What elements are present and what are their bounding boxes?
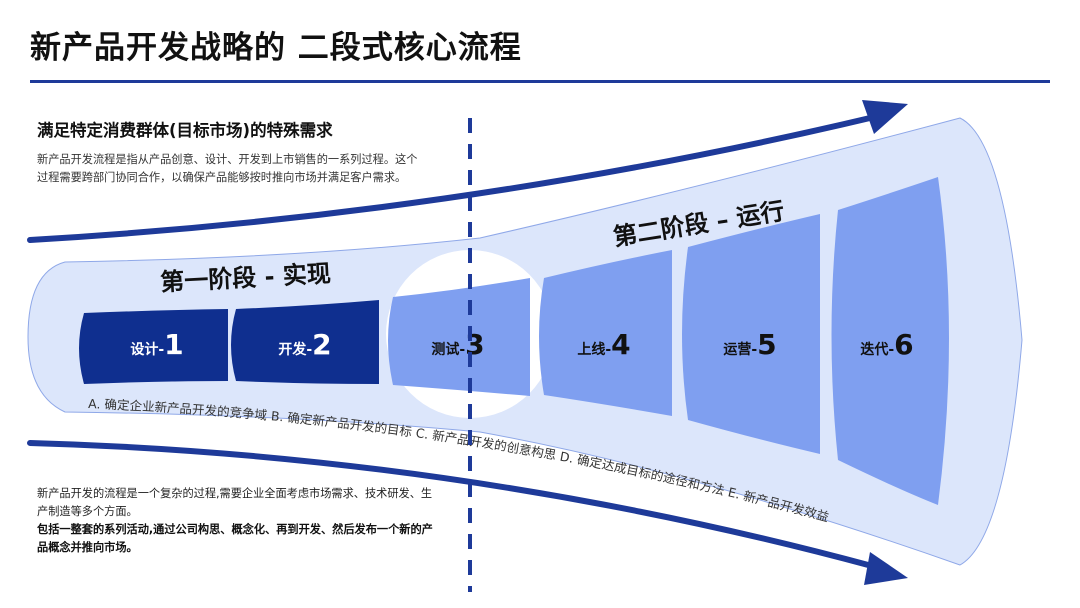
step-5-label: 运营- bbox=[723, 341, 757, 358]
intro-heading: 满足特定消费群体(目标市场)的特殊需求 bbox=[37, 121, 333, 140]
step-2-number: 2 bbox=[312, 328, 331, 361]
step-1-shape bbox=[79, 309, 228, 384]
step-1-text: 设计-1 bbox=[130, 328, 183, 361]
bottom-description-line1: 新产品开发的流程是一个复杂的过程,需要企业全面考虑市场需求、技术研发、生产制造等… bbox=[37, 487, 433, 518]
step-6-text: 迭代-6 bbox=[860, 328, 913, 361]
top-flow-arrow bbox=[27, 115, 873, 243]
step-2-shape bbox=[231, 300, 379, 384]
bottom-description: 新产品开发的流程是一个复杂的过程,需要企业全面考虑市场需求、技术研发、生产制造等… bbox=[37, 485, 437, 557]
step-6-shape bbox=[831, 177, 949, 505]
step-3-shape bbox=[388, 278, 530, 396]
step-2-label: 开发- bbox=[278, 341, 312, 358]
step-6-label: 迭代- bbox=[860, 341, 894, 358]
step-3-label: 测试- bbox=[431, 341, 465, 358]
page-title: 新产品开发战略的 二段式核心流程 bbox=[30, 30, 522, 66]
bottom-flow-arrow bbox=[27, 440, 875, 569]
step-5-shape bbox=[682, 214, 820, 454]
step-4-text: 上线-4 bbox=[577, 328, 630, 361]
title-underline bbox=[30, 80, 1050, 83]
step-5-number: 5 bbox=[757, 328, 776, 361]
step-2-text: 开发-2 bbox=[278, 328, 331, 361]
step-4-number: 4 bbox=[611, 328, 630, 361]
step-1-number: 1 bbox=[164, 328, 183, 361]
step-4-shape bbox=[539, 250, 672, 416]
top-arrowhead bbox=[862, 100, 908, 134]
bottom-arrowhead bbox=[864, 552, 908, 585]
bottom-description-line2: 包括一整套的系列活动,通过公司构思、概念化、再到开发、然后发布一个新的产品概念并… bbox=[37, 523, 433, 554]
step-6-number: 6 bbox=[894, 328, 913, 361]
step-4-label: 上线- bbox=[577, 341, 611, 358]
intro-description: 新产品开发流程是指从产品创意、设计、开发到上市销售的一系列过程。这个过程需要跨部… bbox=[37, 153, 418, 184]
step-1-label: 设计- bbox=[130, 341, 164, 358]
step-5-text: 运营-5 bbox=[723, 328, 776, 361]
